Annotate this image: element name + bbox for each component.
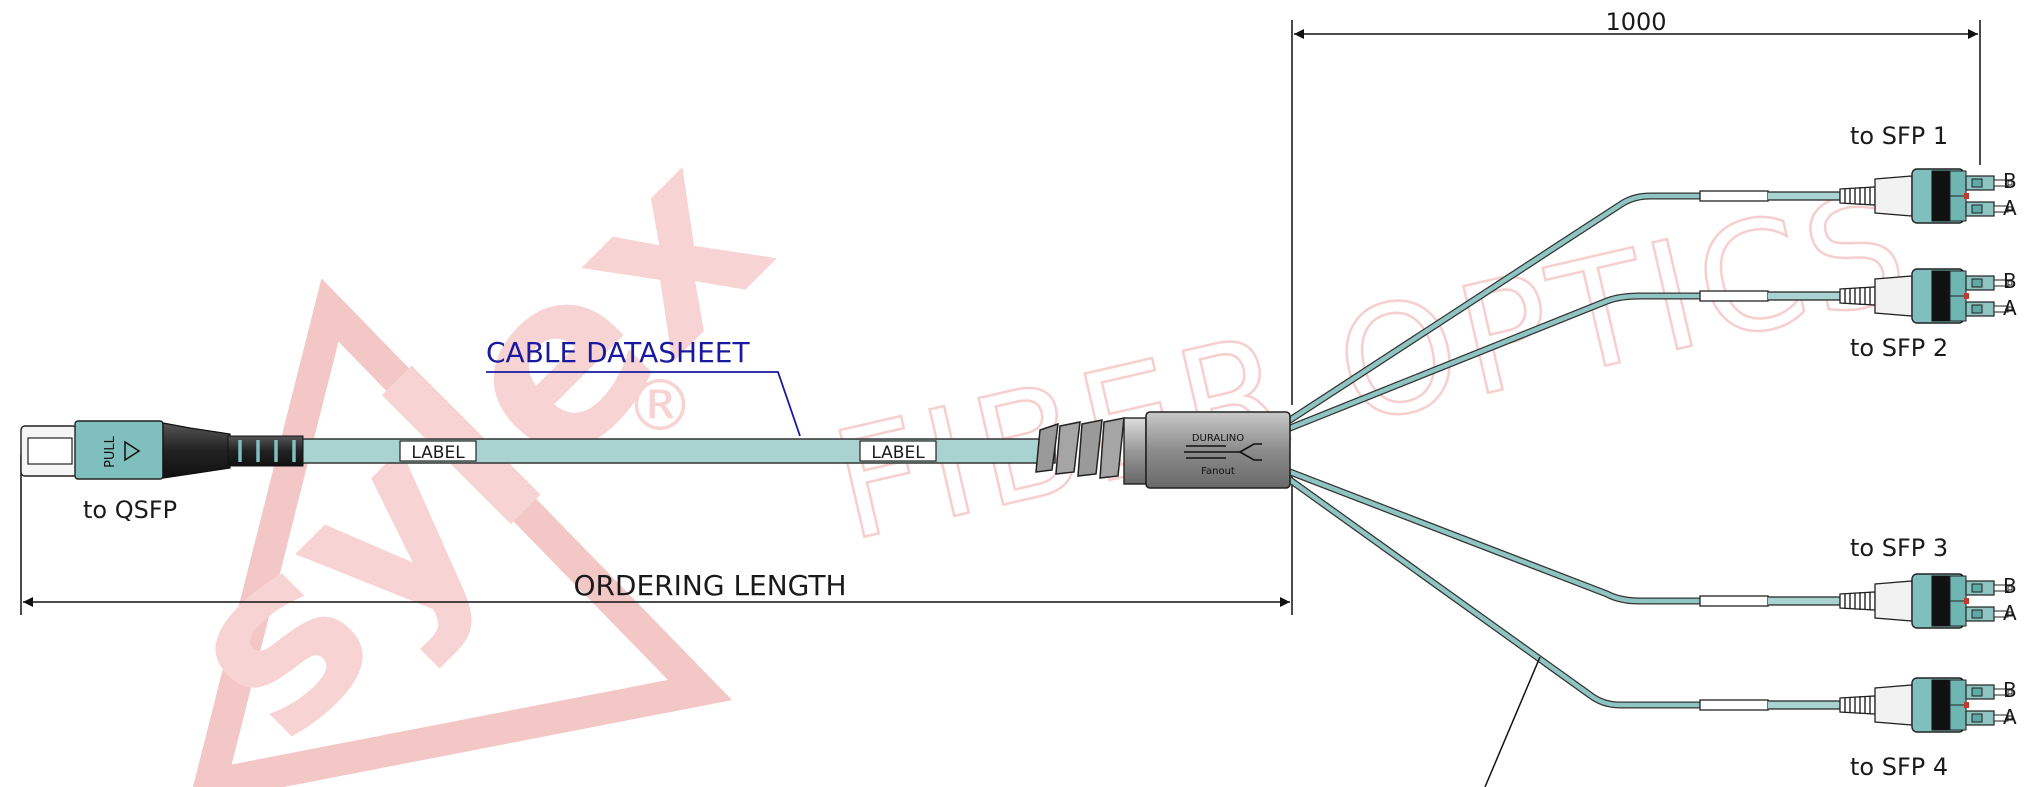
- dimension-1000-label: 1000: [1605, 8, 1666, 36]
- qsfp-connector: PULL to QSFP: [20, 420, 304, 524]
- cable-label-tag-1: [399, 440, 477, 462]
- triangle-icon: [124, 440, 141, 462]
- dimension-1000: 1000: [1291, 8, 1981, 405]
- cable-datasheet-link[interactable]: CABLE DATASHEET: [486, 336, 750, 369]
- cable-datasheet-callout[interactable]: CABLE DATASHEET: [486, 336, 801, 437]
- qsfp-pull-tab: PULL: [103, 435, 118, 468]
- fanout-body: DURALINO Fanout: [1035, 411, 1291, 489]
- fiber-leader-line: [1484, 656, 1541, 787]
- sfp-3-a: A: [2003, 601, 2017, 625]
- sfp-labels: to SFP 1 to SFP 2 to SFP 3 to SFP 4: [1850, 122, 1948, 781]
- sfp-4-label: to SFP 4: [1850, 753, 1948, 781]
- ordering-length-label: ORDERING LENGTH: [573, 569, 846, 602]
- sfp-channel-labels: B A B A B A B A: [2003, 169, 2017, 729]
- fanout-split-icon: [1184, 443, 1262, 461]
- cable-label-tag-2-text: LABEL: [871, 443, 925, 463]
- cable-label-tag-1-text: LABEL: [411, 443, 465, 463]
- sfp-connector-4: [1699, 677, 2013, 733]
- sfp-4-b: B: [2003, 678, 2017, 702]
- main-cable: LABEL LABEL: [299, 438, 1056, 464]
- cable-label-tag-2: [859, 440, 937, 462]
- sfp-2-a: A: [2003, 296, 2017, 320]
- dimension-ordering-length: ORDERING LENGTH: [20, 455, 1293, 615]
- breakout-fibers: [1286, 192, 1704, 709]
- fanout-brand-text: DURALINO: [1192, 433, 1244, 444]
- watermark-registered: ®: [625, 365, 695, 447]
- sfp-connector-3: [1699, 573, 2013, 629]
- sfp-3-label: to SFP 3: [1850, 534, 1948, 562]
- sfp-1-b: B: [2003, 169, 2017, 193]
- sfp-2-label: to SFP 2: [1850, 334, 1948, 362]
- sfp-2-b: B: [2003, 269, 2017, 293]
- qsfp-label: to QSFP: [83, 496, 177, 524]
- sfp-4-a: A: [2003, 705, 2017, 729]
- sfp-1-label: to SFP 1: [1850, 122, 1948, 150]
- sfp-1-a: A: [2003, 196, 2017, 220]
- fanout-type-text: Fanout: [1201, 466, 1235, 477]
- sfp-3-b: B: [2003, 574, 2017, 598]
